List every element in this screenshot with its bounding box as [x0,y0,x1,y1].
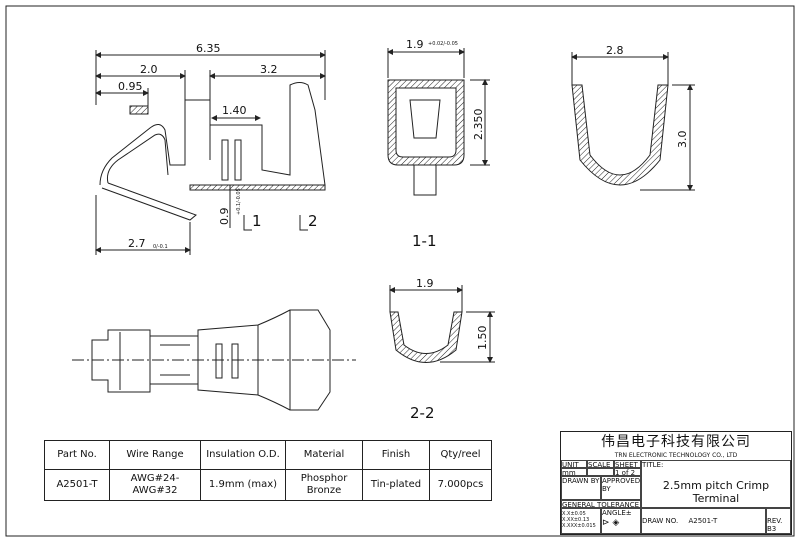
end-view-labels: 2.8 3.0 [606,44,689,148]
sheet-label: SHEET [614,460,641,468]
unit-value: mm [561,468,587,476]
projection-symbol-icon: ⊳ ◈ [602,518,620,528]
header-material: Material [285,440,363,470]
title-line-2: Terminal [692,492,740,505]
cell-wire-range: AWG#24-AWG#32 [109,469,201,501]
section-2-2-view [389,285,495,363]
dim-left: 2.0 [140,63,158,76]
top-view [95,50,326,255]
dim-1-1-width-tol: +0.02/-0.05 [428,41,458,47]
dim-1-1-width: 1.9 [406,38,424,51]
dim-2-2-height: 1.50 [476,326,489,351]
title-block: 伟昌电子科技有限公司 TRN ELECTRONIC TECHNOLOGY CO.… [560,431,792,535]
cell-qty: 7.000pcs [429,469,492,501]
sheet-value: 1 of 2 [614,468,641,476]
angle-cell: ANGLE± ⊳ ◈ [601,508,641,534]
general-tolerance: GENERAL TOLERANCE [561,500,641,508]
dim-1-1-height: 2.350 [472,109,485,141]
tolerance-1: X.X±0.05 [562,511,586,517]
scale-value [587,468,614,476]
title-line-1: 2.5mm pitch Crimp [662,479,770,492]
dim-slot: 1.40 [222,104,247,117]
spec-table-row: A2501-T AWG#24-AWG#32 1.9mm (max) Phosph… [44,469,492,501]
section-1-1-labels: 1.9 +0.02/-0.05 2.350 1-1 [406,38,485,250]
title-cell: TITLE: 2.5mm pitch Crimp Terminal [641,460,791,508]
draw-no-value: A2501-T [688,517,718,525]
section-1-1-view [387,48,490,196]
rev-label: REV. [767,517,783,525]
header-qty: Qty/reel [429,440,492,470]
draw-no-cell: DRAW NO. A2501-T [641,508,766,534]
draw-no-label: DRAW NO. [642,517,679,525]
section-1-1-label: 1-1 [412,232,437,250]
company-name-cn: 伟昌电子科技有限公司 [601,434,751,450]
title-label: TITLE: [642,461,664,469]
header-wire-range: Wire Range [109,440,201,470]
spec-table-header: Part No. Wire Range Insulation O.D. Mate… [44,440,492,470]
dim-bottom-tol: 0/-0.1 [153,244,168,250]
tolerance-2: X.XX±0.13 [562,517,590,523]
dim-thickness: 0.9 [218,208,231,226]
section-marker-1: 1 [252,212,262,230]
scale-label: SCALE [587,460,614,468]
section-2-2-label: 2-2 [410,404,435,422]
end-view [571,52,695,191]
top-view-labels: 6.35 2.0 3.2 0.95 1.40 2.7 0/-0.1 0.9 +0… [118,42,318,250]
cell-part-no: A2501-T [44,469,110,501]
spec-table: Part No. Wire Range Insulation O.D. Mate… [44,440,492,501]
angle-label: ANGLE± [602,509,632,517]
tolerance-values: X.X±0.05 X.XX±0.13 X.XXX±0.015 [561,508,601,534]
header-insulation: Insulation O.D. [200,440,286,470]
cell-material: Phosphor Bronze [285,469,363,501]
cell-finish: Tin-plated [362,469,430,501]
cell-insulation: 1.9mm (max) [200,469,286,501]
dim-right: 3.2 [260,63,278,76]
rev-value: B3 [767,525,777,533]
dim-total: 6.35 [196,42,221,55]
rev-cell: REV. B3 [766,508,791,534]
company-name-en: TRN ELECTRONIC TECHNOLOGY CO., LTD [614,452,738,459]
dim-2-2-width: 1.9 [416,277,434,290]
dim-end-width: 2.8 [606,44,624,57]
drawn-by: DRAWN BY [561,476,601,500]
side-view [72,309,356,411]
dim-end-height: 3.0 [676,131,689,149]
section-2-2-labels: 1.9 1.50 2-2 [410,277,489,422]
header-finish: Finish [362,440,430,470]
approved-by: APPROVED BY [601,476,641,500]
section-marker-2: 2 [308,212,318,230]
dim-thickness-tol: +0.1/-0.05 [236,188,242,215]
dim-bottom: 2.7 [128,237,146,250]
drawing-frame [5,5,795,537]
dim-tip: 0.95 [118,80,143,93]
header-part-no: Part No. [44,440,110,470]
unit-label: UNIT [561,460,587,468]
tolerance-3: X.XXX±0.015 [562,523,596,529]
